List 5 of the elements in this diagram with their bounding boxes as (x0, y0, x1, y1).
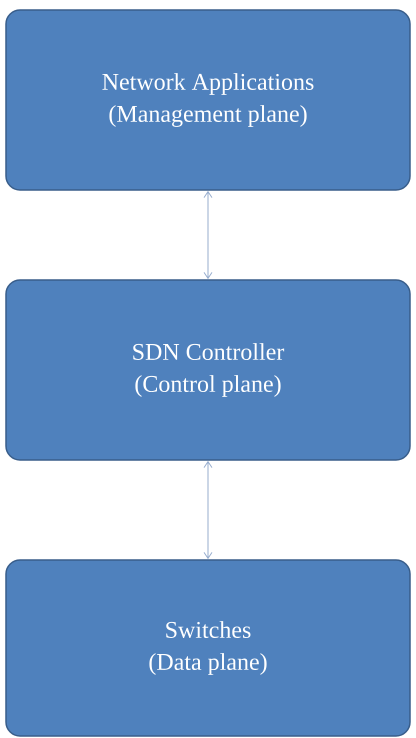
process-box: SDN Controller (Control plane) (5, 279, 411, 461)
arrow (204, 190, 212, 280)
process-box: Network Applications (Management plane) (5, 9, 411, 191)
arrow (204, 460, 212, 560)
process-box: Switches (Data plane) (5, 559, 411, 737)
